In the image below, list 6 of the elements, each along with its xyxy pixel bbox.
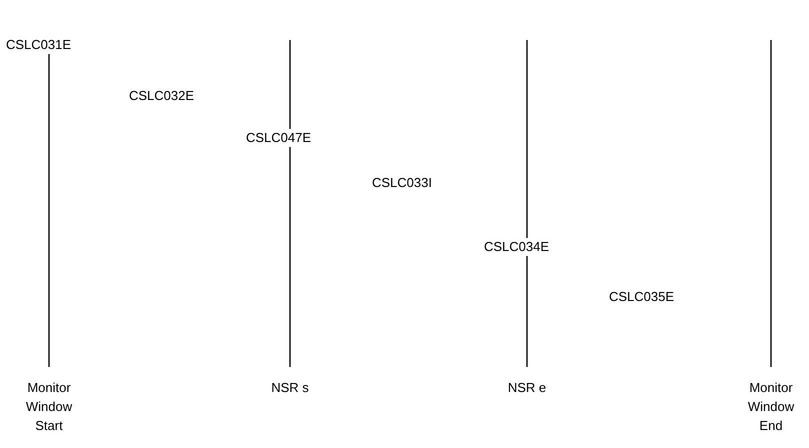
marker-label: NSR s — [270, 379, 310, 397]
marker-label: NSR e — [506, 379, 548, 397]
message-code: CSLC047E — [245, 129, 312, 147]
marker-label: Monitor Window End — [746, 379, 796, 435]
message-code: CSLC034E — [483, 238, 550, 256]
marker-label: Monitor Window Start — [24, 379, 74, 435]
